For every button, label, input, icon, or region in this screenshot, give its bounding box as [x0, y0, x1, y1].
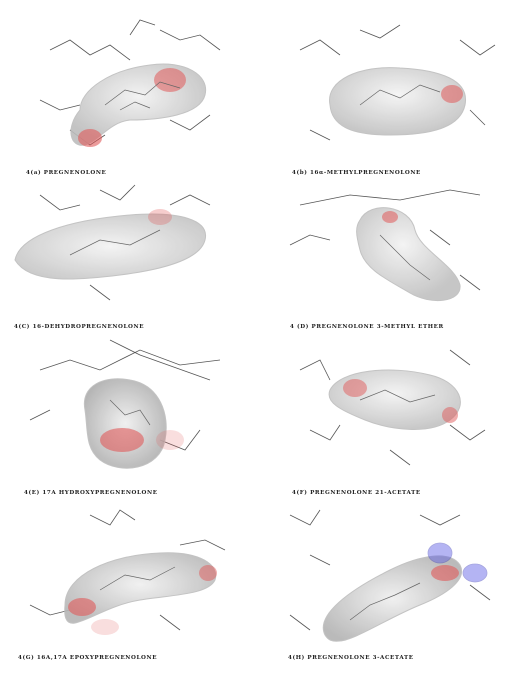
docking-image-4d [270, 175, 505, 315]
docking-image-4g [10, 495, 240, 645]
caption-4h: 4(H) PREGNENOLONE 3-ACETATE [288, 655, 414, 661]
docking-image-4b [270, 10, 505, 160]
docking-image-4c [10, 175, 240, 315]
docking-image-4a [10, 10, 240, 160]
caption-4g: 4(G) 16A,17A EPOXYPREGNENOLONE [18, 655, 157, 661]
docking-image-4h [270, 495, 505, 645]
docking-image-4f [270, 330, 505, 480]
docking-image-4e [10, 330, 240, 480]
